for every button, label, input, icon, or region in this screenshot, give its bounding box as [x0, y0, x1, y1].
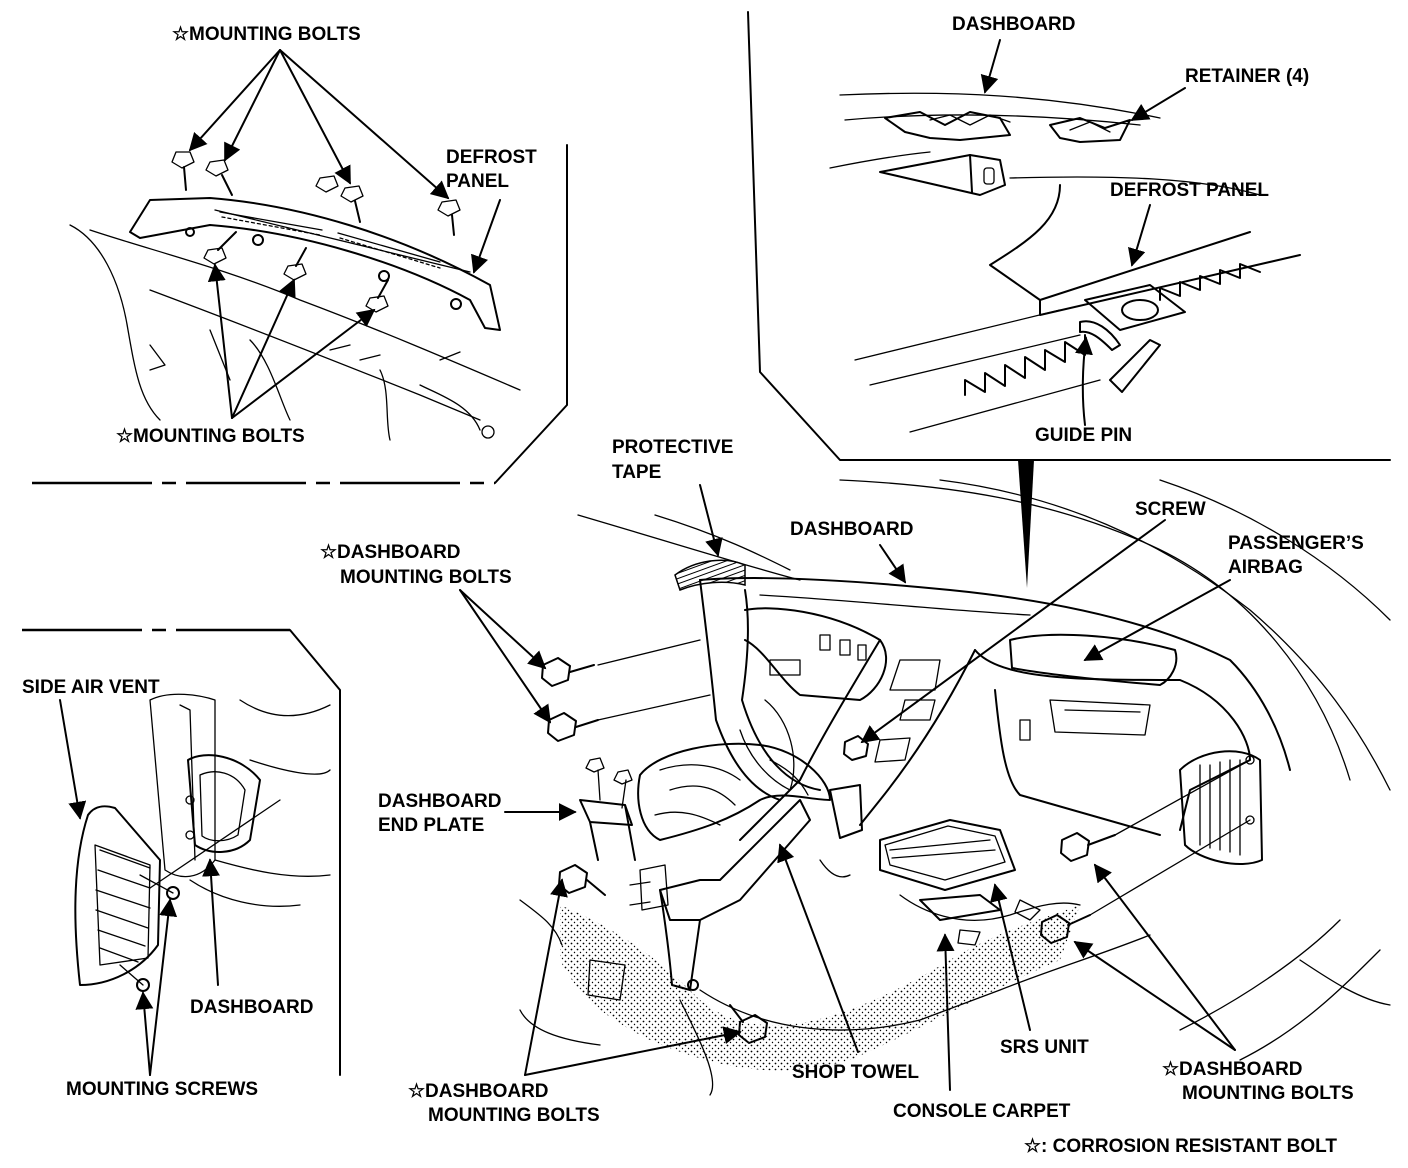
- main-dashboard-label: DASHBOARD: [790, 519, 914, 540]
- mounting-screws-label: MOUNTING SCREWS: [66, 1079, 258, 1100]
- bolt: [1040, 914, 1091, 944]
- srs-unit: [879, 819, 1016, 891]
- protective-tape: [674, 559, 746, 591]
- passenger-airbag-label-line2: AIRBAG: [1228, 557, 1303, 578]
- bolt: [547, 712, 599, 742]
- dashboard-bolts-right-label-line2: MOUNTING BOLTS: [1182, 1083, 1354, 1104]
- bolt: [205, 159, 233, 196]
- mounting-bolts-label-bottom: ☆MOUNTING BOLTS: [116, 426, 305, 447]
- main-dashboard-view: PROTECTIVE TAPE DASHBOARD SCREW PASSENGE…: [320, 437, 1391, 1157]
- inset-defrost-panel-label: DEFROST PANEL: [1110, 180, 1269, 201]
- defrost-panel-label-line2: PANEL: [446, 171, 509, 192]
- defrost-bolts: [171, 151, 462, 313]
- end-plate-label-line2: END PLATE: [378, 815, 484, 836]
- passenger-airbag-label-line1: PASSENGER’S: [1228, 533, 1364, 554]
- retainer-inset: DASHBOARD RETAINER (4) DEFROST PANEL GUI…: [747, 11, 1391, 461]
- dashboard-bolts-lower-label-line1: ☆DASHBOARD: [408, 1081, 549, 1102]
- bolt: [541, 657, 595, 687]
- bolt: [365, 279, 389, 313]
- shop-towel-label: SHOP TOWEL: [792, 1062, 919, 1083]
- bolt: [203, 231, 237, 265]
- protective-tape-label-line2: TAPE: [612, 462, 661, 483]
- side-air-vent-inset: SIDE AIR VENT DASHBOARD MOUNTING SCREWS: [22, 628, 341, 1100]
- dashboard-bolts-right-label-line1: ☆DASHBOARD: [1162, 1059, 1303, 1080]
- defrost-panel-label-line1: DEFROST: [446, 147, 537, 168]
- vent-dashboard-label: DASHBOARD: [190, 997, 314, 1018]
- console-carpet-label: CONSOLE CARPET: [893, 1101, 1071, 1122]
- mounting-bolts-label-top: ☆MOUNTING BOLTS: [172, 24, 361, 45]
- bolt: [437, 199, 461, 236]
- bolt: [283, 247, 307, 281]
- dashboard-bolts-upper-label-line1: ☆DASHBOARD: [320, 542, 461, 563]
- bolt: [843, 735, 869, 761]
- screw-label: SCREW: [1135, 499, 1206, 520]
- srs-unit-label: SRS UNIT: [1000, 1037, 1089, 1058]
- defrost-panel-inset: ☆MOUNTING BOLTS DEFROST PANEL ☆MOUNTING …: [32, 24, 568, 485]
- end-plate-label-line1: DASHBOARD: [378, 791, 502, 812]
- bolt: [315, 175, 339, 193]
- console-carpet-area: [560, 905, 1080, 1071]
- inset-pointer: [1018, 460, 1034, 588]
- bolt: [558, 864, 606, 896]
- legend-corrosion-resistant-bolt: ☆: CORROSION RESISTANT BOLT: [1024, 1136, 1337, 1157]
- defrost-slots: [219, 211, 441, 269]
- retainer-label: RETAINER (4): [1185, 66, 1309, 87]
- bolt: [1060, 832, 1116, 862]
- bolt: [171, 151, 195, 191]
- side-air-vent-label: SIDE AIR VENT: [22, 677, 160, 698]
- inset-dashboard-label: DASHBOARD: [952, 14, 1076, 35]
- dashboard-bolts-upper-label-line2: MOUNTING BOLTS: [340, 567, 512, 588]
- bolt: [340, 185, 364, 223]
- protective-tape-label-line1: PROTECTIVE: [612, 437, 733, 458]
- dashboard-bolts-lower-label-line2: MOUNTING BOLTS: [428, 1105, 600, 1126]
- guide-pin-label: GUIDE PIN: [1035, 425, 1132, 446]
